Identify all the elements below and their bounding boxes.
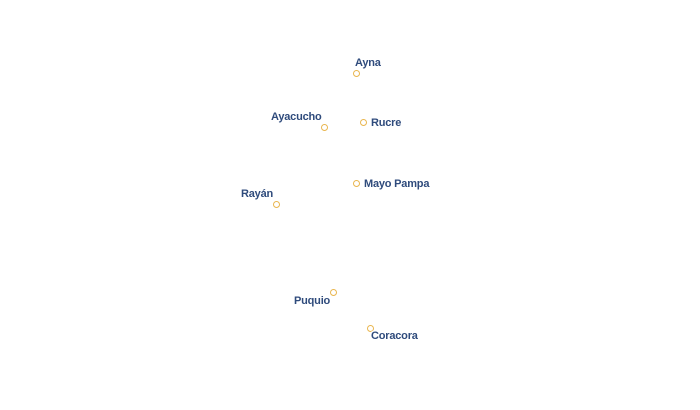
place-label: Coracora: [371, 330, 418, 342]
place-marker-icon[interactable]: [352, 179, 360, 187]
place-marker-icon[interactable]: [329, 288, 337, 296]
place-marker-icon[interactable]: [272, 200, 280, 208]
place-label: Ayna: [355, 57, 381, 69]
place-label: Mayo Pampa: [364, 178, 430, 190]
place-marker-icon[interactable]: [320, 123, 328, 131]
place-label: Rayán: [241, 188, 274, 200]
place-marker-icon[interactable]: [366, 324, 374, 332]
place-marker-icon[interactable]: [352, 69, 360, 77]
place-marker-icon[interactable]: [359, 118, 367, 126]
place-label: Puquio: [294, 295, 331, 307]
place-label: Rucre: [371, 117, 402, 129]
place-label: Ayacucho: [271, 111, 322, 123]
